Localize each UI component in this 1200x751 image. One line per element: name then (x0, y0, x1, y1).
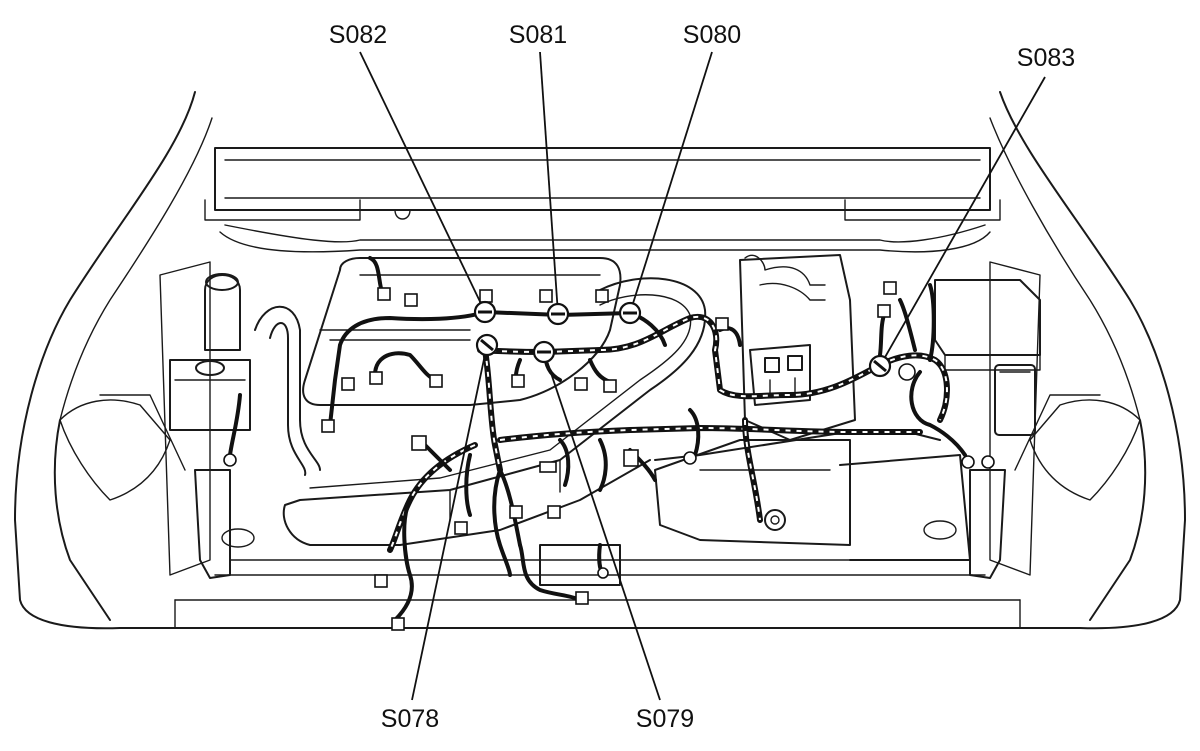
leader-s079 (543, 351, 661, 701)
connector (509, 505, 523, 519)
leader-s078 (411, 344, 488, 701)
lower-bracket (539, 544, 621, 586)
engine-cover (302, 257, 622, 406)
connector (391, 617, 405, 631)
ground-terminal (223, 453, 237, 467)
wire-branches (228, 256, 967, 622)
callout-leaders (359, 51, 1046, 701)
fuse-box (934, 279, 1041, 436)
radiator-hose (254, 305, 321, 476)
connector (539, 289, 553, 303)
connector (595, 289, 609, 303)
ground-terminal (981, 455, 995, 469)
connector (377, 287, 391, 301)
splice-s082[interactable] (473, 300, 497, 324)
connector (404, 293, 418, 307)
battery (739, 254, 856, 441)
main-harness-trunk (387, 313, 950, 553)
label-s080: S080 (683, 21, 741, 49)
leader-s083 (879, 76, 1046, 367)
splice-s083[interactable] (868, 354, 892, 378)
ground-terminal (597, 567, 609, 579)
callout-labels: S082 S081 S080 S083 S078 S079 (329, 21, 1075, 733)
connector (547, 505, 561, 519)
coolant-reservoir (169, 273, 251, 431)
splice-s080[interactable] (618, 301, 642, 325)
connector (454, 521, 468, 535)
connector (574, 377, 588, 391)
leader-s080 (629, 51, 713, 314)
splice-markers (473, 300, 892, 378)
connector (341, 377, 355, 391)
engine-bay-structure (159, 261, 1041, 579)
cowl-panel (204, 147, 1001, 253)
connector (369, 371, 383, 385)
leader-s081 (539, 51, 559, 315)
connector (575, 591, 589, 605)
harness-connectors (223, 281, 995, 631)
label-s082: S082 (329, 21, 387, 49)
label-s083: S083 (1017, 44, 1075, 72)
splice-s078[interactable] (475, 333, 499, 357)
label-s079: S079 (636, 705, 694, 733)
connector (411, 435, 427, 451)
vehicle-body-outline (14, 91, 1186, 630)
connector (715, 317, 729, 331)
ground-terminal (683, 451, 697, 465)
connector (321, 419, 335, 433)
connector (429, 374, 443, 388)
battery-tray (654, 439, 971, 561)
ground-terminal (898, 363, 916, 381)
connector (511, 374, 525, 388)
splice-s079[interactable] (532, 340, 556, 364)
connector (623, 449, 639, 467)
connector (603, 379, 617, 393)
connector (877, 304, 891, 318)
connector (883, 281, 897, 295)
connector (374, 574, 388, 588)
splice-s081[interactable] (546, 302, 570, 326)
label-s081: S081 (509, 21, 567, 49)
connector (539, 461, 557, 473)
leader-s082 (359, 51, 486, 313)
connector (479, 289, 493, 303)
ground-terminal (961, 455, 975, 469)
label-s078: S078 (381, 705, 439, 733)
